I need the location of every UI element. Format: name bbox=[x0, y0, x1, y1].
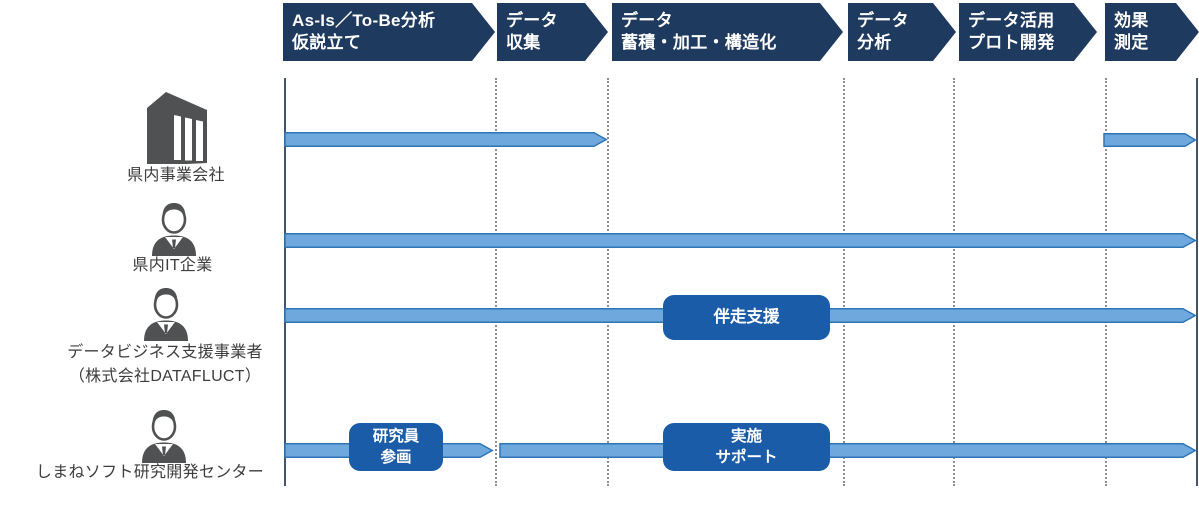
phase-header-2: データ 収集 bbox=[497, 3, 608, 61]
badge-label-line1: 研究員 bbox=[372, 427, 420, 445]
phase-label-line1: データ bbox=[857, 10, 909, 30]
grid-line-phase1-2 bbox=[495, 78, 497, 486]
badge-label: 伴走支援 bbox=[713, 308, 780, 327]
phase-label-line1: データ bbox=[506, 10, 558, 30]
grid-line-right-border bbox=[1196, 78, 1198, 486]
phase-label-line2: 測定 bbox=[1114, 33, 1149, 52]
timeline-bar-row4-phase2-6 bbox=[499, 443, 1197, 458]
phase-header-5: データ活用 プロト開発 bbox=[959, 3, 1097, 61]
person-icon bbox=[152, 203, 196, 256]
phase-label-line1: As-Is／To-Be分析 bbox=[292, 10, 436, 30]
phase-label-line2: 分析 bbox=[857, 33, 892, 52]
grid-line-left-border bbox=[284, 78, 286, 486]
row-label-line2: （株式会社DATAFLUCT） bbox=[68, 368, 262, 385]
badge-label-line2: サポート bbox=[715, 449, 778, 466]
person-icon bbox=[142, 410, 186, 463]
researcher-participation-badge: 研究員 参画 bbox=[349, 423, 443, 471]
badge-label-line1: 実施 bbox=[730, 427, 762, 445]
phase-header-3: データ 蓄積・加工・構造化 bbox=[612, 3, 843, 61]
timeline-bar-row1-phase1-2 bbox=[284, 132, 608, 147]
phase-header-4: データ 分析 bbox=[848, 3, 956, 61]
phase-label-line1: 効果 bbox=[1114, 10, 1149, 30]
phase-header-6: 効果 測定 bbox=[1105, 3, 1199, 61]
implementation-support-badge: 実施 サポート bbox=[663, 423, 830, 471]
phase-label-line2: 収集 bbox=[506, 33, 541, 52]
phase-label-line2: 仮説立て bbox=[292, 33, 362, 52]
grid-line-phase5-6 bbox=[1105, 78, 1107, 486]
phase-label-line2: 蓄積・加工・構造化 bbox=[621, 33, 777, 52]
phase-label-line1: データ活用 bbox=[968, 10, 1055, 30]
phase-header-1: As-Is／To-Be分析 仮説立て bbox=[283, 3, 495, 61]
grid-line-phase2-3 bbox=[607, 78, 609, 486]
grid-line-phase3-4 bbox=[843, 78, 845, 486]
timeline-bar-row2-full bbox=[284, 233, 1197, 248]
person-icon bbox=[144, 288, 188, 341]
building-icon bbox=[147, 92, 207, 164]
grid-line-phase4-5 bbox=[953, 78, 955, 486]
accompaniment-support-badge: 伴走支援 bbox=[663, 295, 830, 340]
row-label-shimane-soft: しまねソフト研究開発センター bbox=[35, 464, 265, 481]
badge-label-line2: 参画 bbox=[380, 449, 412, 466]
row-label-line1: データビジネス支援事業者 bbox=[67, 344, 263, 361]
row-label-data-business-support: データビジネス支援事業者 （株式会社DATAFLUCT） bbox=[40, 341, 290, 389]
row-label-prefecture-it: 県内IT企業 bbox=[132, 257, 213, 274]
phase-label-line1: データ bbox=[621, 10, 673, 30]
timeline-bar-row1-phase6 bbox=[1103, 133, 1197, 147]
phase-label-line2: プロト開発 bbox=[968, 33, 1055, 52]
row-label-prefecture-business: 県内事業会社 bbox=[127, 167, 225, 184]
